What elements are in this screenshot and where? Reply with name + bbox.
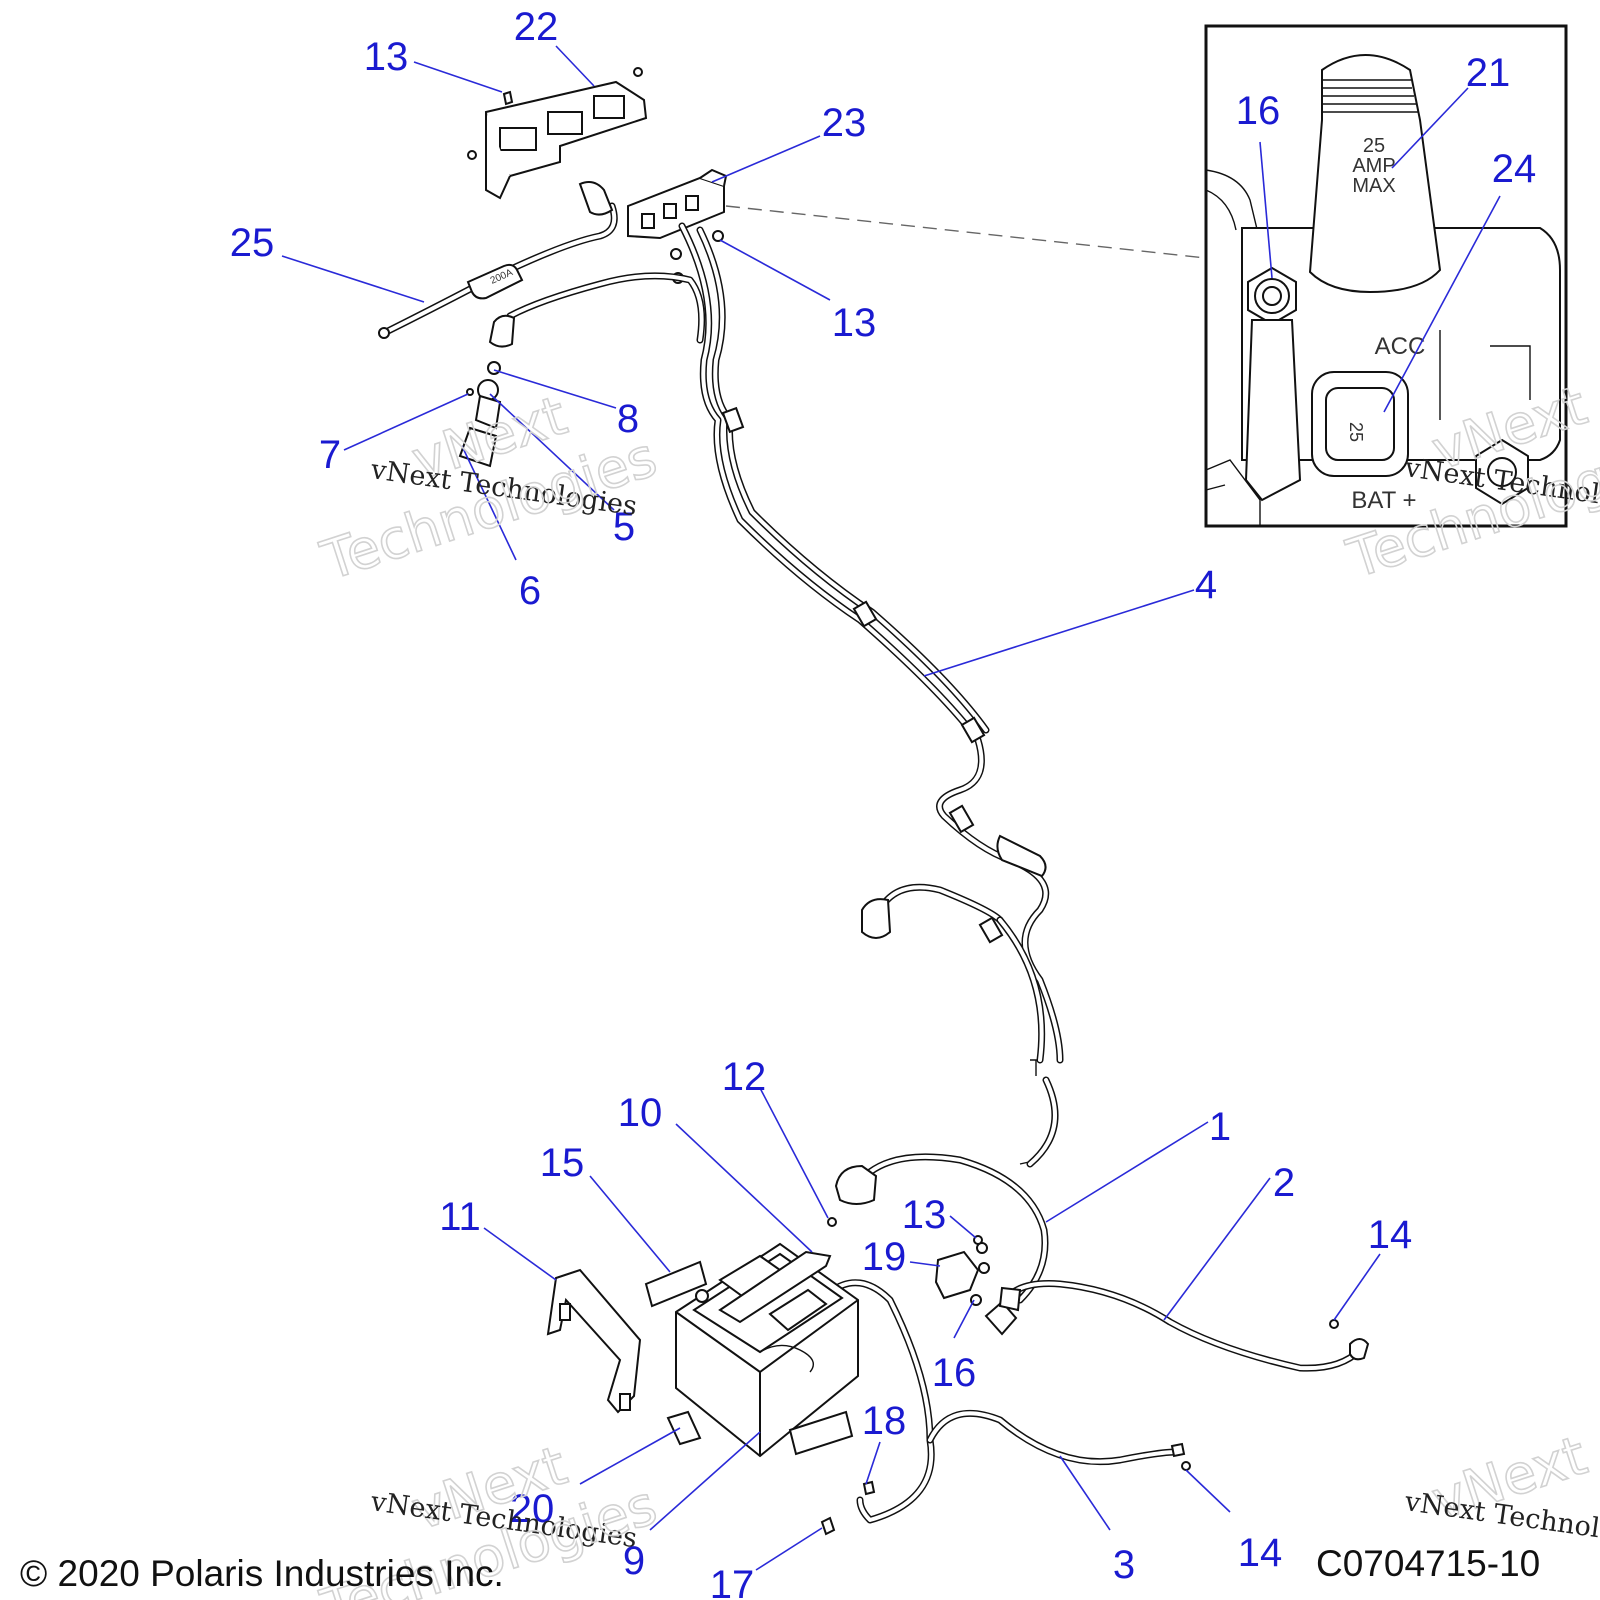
bolt-12: [827, 1217, 837, 1227]
inset-detail: 25 AMP MAX 25 ACC BAT +: [1204, 24, 1568, 528]
callout-12: 12: [722, 1055, 767, 1099]
cable-2: [984, 1280, 1370, 1372]
bracket-22: [467, 67, 648, 200]
bolt-13-mid-b: [670, 248, 682, 260]
callout-4: 4: [1195, 563, 1217, 607]
callout-13-lower: 13: [902, 1193, 947, 1237]
callout-13-top: 13: [364, 35, 409, 79]
callout-1: 1: [1209, 1105, 1231, 1149]
terminal-nut: [1247, 266, 1297, 326]
fuse-block-23: [627, 168, 728, 240]
callout-numbers: 22 13 23 25 13 8 7 5 6 4 16 21 24 12 10 …: [230, 5, 1537, 1600]
strap-11: [546, 1268, 642, 1414]
callout-11: 11: [439, 1195, 481, 1239]
fuse-max-text: MAX: [1352, 175, 1395, 197]
bat-label: BAT +: [1351, 487, 1416, 514]
callout-20: 20: [510, 1487, 555, 1531]
cable-3: [826, 1279, 1186, 1524]
terminal-parts: [458, 361, 502, 468]
callout-6: 6: [519, 569, 541, 613]
bolt-13-top: [502, 90, 514, 106]
relay-19: [934, 1242, 990, 1300]
callout-2: 2: [1273, 1161, 1295, 1205]
callout-21: 21: [1466, 51, 1511, 95]
copyright-text: © 2020 Polaris Industries Inc.: [20, 1553, 504, 1594]
fuse-cable-25: 200A: [378, 181, 618, 339]
pad-18: [788, 1410, 854, 1456]
main-harness-4: [488, 222, 1064, 1168]
callout-8: 8: [617, 397, 639, 441]
drawing-number: C0704715-10: [1316, 1543, 1540, 1584]
bolt-13-mid-a: [712, 230, 724, 242]
callout-3: 3: [1113, 1543, 1135, 1587]
fuse-25-amp: [1308, 54, 1442, 294]
bolt-17: [820, 1516, 836, 1536]
callout-17: 17: [710, 1563, 755, 1600]
callout-5: 5: [613, 505, 635, 549]
callout-25: 25: [230, 221, 275, 265]
callout-13-mid: 13: [832, 301, 877, 345]
nut-14-lower: [1181, 1461, 1191, 1471]
callout-9: 9: [623, 1539, 645, 1583]
callout-7: 7: [319, 433, 341, 477]
callout-14-upper: 14: [1368, 1213, 1413, 1257]
callout-24: 24: [1492, 147, 1537, 191]
callout-16-inset: 16: [1236, 89, 1281, 133]
callout-15: 15: [540, 1141, 585, 1185]
callout-22: 22: [514, 5, 559, 49]
nut-14-upper: [1329, 1319, 1339, 1329]
fuse-rating-text: 25: [1363, 135, 1385, 157]
pad-15: [644, 1260, 708, 1308]
fuse-amp-text: AMP: [1352, 155, 1395, 177]
callout-18: 18: [862, 1399, 907, 1443]
bolt-18: [862, 1480, 876, 1496]
cable-1: [834, 1153, 1049, 1304]
leader-lines: [281, 45, 1501, 1571]
pad-20: [666, 1410, 702, 1446]
callout-23: 23: [822, 101, 867, 145]
callout-16-lower: 16: [932, 1351, 977, 1395]
mini-fuse-value: 25: [1346, 422, 1366, 442]
callout-10: 10: [618, 1091, 663, 1135]
acc-label: ACC: [1375, 333, 1426, 360]
callout-14-lower: 14: [1238, 1531, 1283, 1575]
hold-down-10: [718, 1250, 832, 1324]
callout-19: 19: [862, 1235, 907, 1279]
